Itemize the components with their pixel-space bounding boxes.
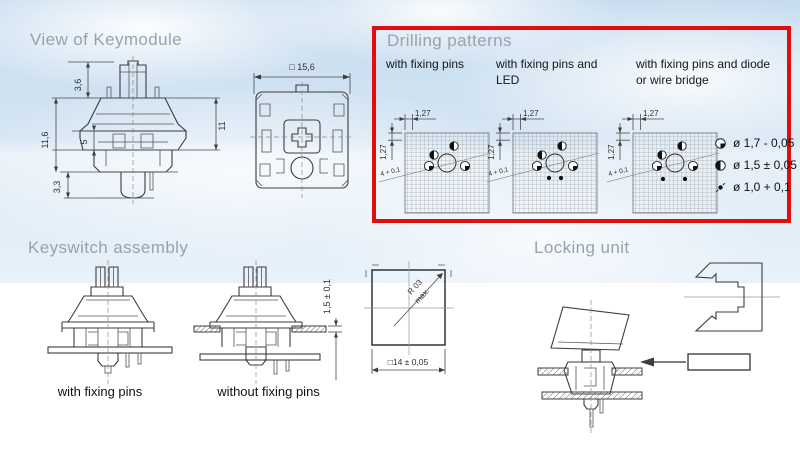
drill-holes bbox=[423, 141, 471, 173]
diode-hole bbox=[660, 176, 666, 182]
assembly-section-title: Keyswitch assembly bbox=[28, 238, 189, 257]
dim-1-27-top: 1,27 bbox=[523, 109, 539, 118]
dimension-center-hole: 4 + 0,1 bbox=[606, 152, 720, 183]
legend-label: ø 1,5 ± 0,05 bbox=[733, 158, 797, 172]
diode-hole bbox=[682, 176, 688, 182]
locking-section-title: Locking unit bbox=[534, 238, 630, 257]
dim-4-01: 4 + 0,1 bbox=[380, 166, 402, 178]
mounting-plate bbox=[611, 367, 643, 376]
drill-pattern-fixing-pins-diode: 1,27 1,27 4 + 0,1 bbox=[606, 109, 720, 214]
drill-holes bbox=[531, 141, 579, 181]
keycap-opening-square-drawing: R 03 max. □14 ± 0,05 bbox=[364, 261, 454, 374]
dim-1-27-top: 1,27 bbox=[643, 109, 659, 118]
pcb-plate bbox=[541, 391, 643, 400]
square-line-art bbox=[364, 261, 454, 355]
dimension-pitch-top: 1,27 bbox=[502, 109, 544, 130]
dim-1-27-side: 1,27 bbox=[607, 144, 616, 160]
pcb-grid bbox=[512, 132, 598, 214]
dim-1-27-side: 1,27 bbox=[487, 144, 496, 160]
pcb-grid bbox=[632, 132, 718, 214]
dimension-plate-thickness: 1,5 ± 0,1 bbox=[322, 279, 342, 380]
locking-unit-drawing bbox=[537, 262, 780, 434]
switch-side-line-art bbox=[47, 260, 173, 384]
small-dot-icon bbox=[715, 182, 726, 192]
locked-switch-line-art bbox=[537, 300, 643, 434]
legend-row-1-5: ø 1,5 ± 0,05 bbox=[714, 158, 797, 172]
dim-1-27-top: 1,27 bbox=[415, 109, 431, 118]
assembly-label-without-pins: without fixing pins bbox=[217, 384, 320, 399]
dimension-pitch-left: 1,27 bbox=[379, 123, 402, 160]
pattern-label-fixing-pins-diode: with fixing pins and diode or wire bridg… bbox=[636, 57, 771, 88]
drill-pattern-fixing-pins: 1,27 1,27 4 + 0,1 bbox=[378, 109, 492, 214]
pattern-label-fixing-pins: with fixing pins bbox=[386, 57, 465, 71]
dimension-pitch-top: 1,27 bbox=[622, 109, 664, 130]
legend-label: ø 1,7 - 0,05 bbox=[733, 136, 795, 150]
dim-stem-height: 3,6 bbox=[73, 79, 83, 92]
switch-front-dimensions: 3,6 11,6 5 3,3 11 bbox=[40, 62, 227, 198]
assembly-switch-without-pins-drawing: 1,5 ± 0,1 bbox=[193, 260, 342, 384]
assembly-switch-with-pins-drawing bbox=[47, 260, 173, 384]
legend-label: ø 1,0 + 0,1 bbox=[733, 180, 791, 194]
led-hole bbox=[558, 175, 564, 181]
insert-direction-arrow bbox=[640, 357, 686, 367]
drill-holes bbox=[651, 141, 699, 182]
dim-mid-height: 5 bbox=[79, 139, 89, 144]
dimension-corner-radius: R 03 max. bbox=[393, 273, 443, 327]
drill-pattern-fixing-pins-led: 1,27 1,27 4 + 0,1 bbox=[486, 109, 600, 214]
dim-1-27-side: 1,27 bbox=[379, 144, 388, 160]
pcb-plate bbox=[199, 353, 321, 361]
dim-4-01: 4 + 0,1 bbox=[608, 166, 630, 178]
pattern-label-fixing-pins-led: with fixing pins and LED bbox=[496, 57, 598, 88]
dim-width-15-6: □ 15,6 bbox=[289, 62, 314, 72]
mounting-plate bbox=[291, 325, 327, 333]
pcb-grid bbox=[404, 132, 490, 214]
dim-right-height: 11 bbox=[217, 121, 227, 130]
assembly-label-with-pins: with fixing pins bbox=[57, 384, 143, 399]
keymodule-front-view-drawing: 3,6 11,6 5 3,3 11 bbox=[40, 56, 227, 204]
dim-pin-length: 3,3 bbox=[52, 181, 62, 194]
keymodule-bottom-view-drawing: □ 15,6 bbox=[250, 62, 354, 198]
dimension-pitch-top: 1,27 bbox=[394, 109, 436, 130]
switch-side-line-art bbox=[193, 260, 327, 384]
switch-bottom-dimension: □ 15,6 bbox=[253, 62, 351, 94]
dimension-pitch-left: 1,27 bbox=[607, 123, 630, 160]
switch-front-line-art bbox=[52, 56, 220, 204]
drilling-highlight-box bbox=[372, 26, 791, 223]
led-hole bbox=[546, 175, 552, 181]
keymodule-section-title: View of Keymodule bbox=[30, 30, 183, 49]
dimension-pitch-left: 1,27 bbox=[487, 123, 510, 160]
dimension-square-width: □14 ± 0,05 bbox=[371, 349, 446, 374]
half-filled-circle-icon bbox=[715, 159, 726, 171]
drilling-section-title: Drilling patterns bbox=[387, 31, 512, 50]
dimension-center-hole: 4 + 0,1 bbox=[486, 152, 600, 183]
mounting-plate bbox=[193, 325, 221, 333]
legend-row-1-0: ø 1,0 + 0,1 bbox=[714, 180, 791, 194]
legend-row-1-7: ø 1,7 - 0,05 bbox=[714, 136, 794, 150]
locking-clip-line-art bbox=[684, 262, 780, 332]
dimension-center-hole: 4 + 0,1 bbox=[378, 152, 492, 183]
mounting-plate bbox=[537, 367, 569, 376]
dim-1-5-plate: 1,5 ± 0,1 bbox=[322, 279, 332, 314]
switch-bottom-line-art bbox=[250, 82, 354, 198]
dim-4-01: 4 + 0,1 bbox=[488, 166, 510, 178]
locking-insert-rect bbox=[687, 353, 751, 371]
quarter-filled-circle-icon bbox=[715, 137, 726, 149]
dim-14-005: □14 ± 0,05 bbox=[388, 357, 429, 367]
dim-body-height: 11,6 bbox=[40, 132, 50, 149]
